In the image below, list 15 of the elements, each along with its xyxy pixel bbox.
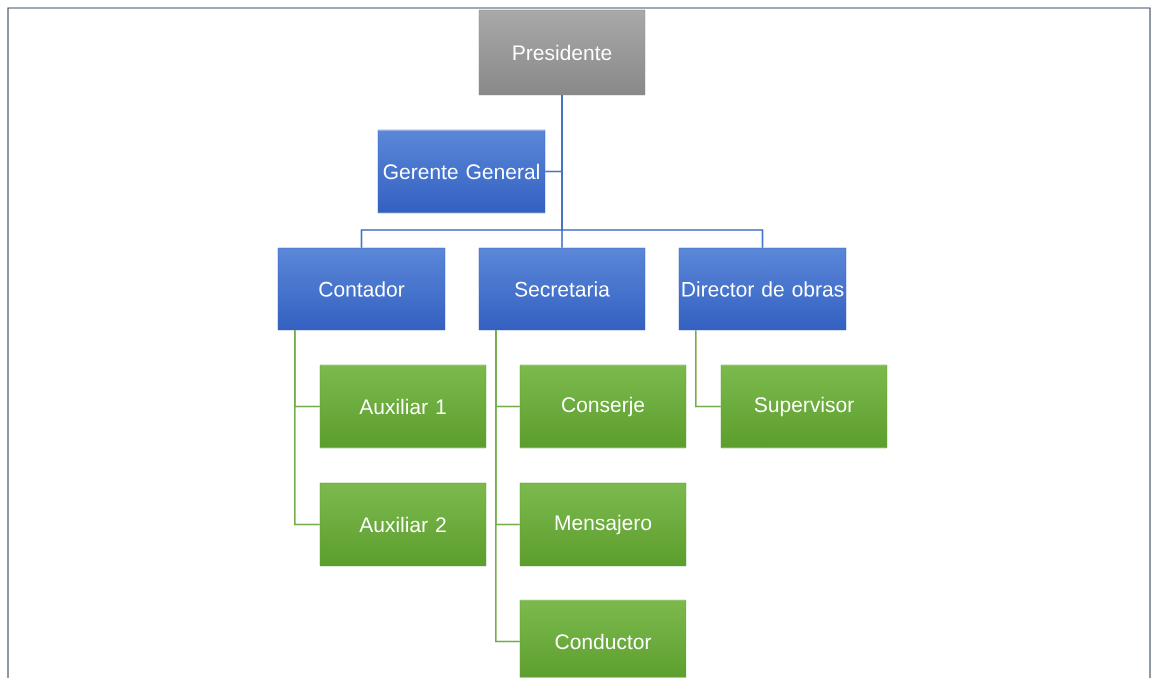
org-box: Director de obras [678,247,847,331]
org-box: Contador [277,247,446,331]
org-box: Secretaria [478,247,646,331]
connector-line [561,94,764,249]
org-box: Mensajero [519,482,687,567]
org-box: Conductor [519,599,687,678]
org-box: Conserje [519,364,687,449]
org-box: Auxiliar 2 [319,482,487,567]
org-box: Supervisor [720,364,888,449]
org-box: Gerente General [377,129,546,214]
connector-line [294,329,321,526]
connector-line [495,329,521,643]
connector-line [695,329,722,408]
org-box: Presidente [478,9,646,96]
org-box: Auxiliar 1 [319,364,487,449]
